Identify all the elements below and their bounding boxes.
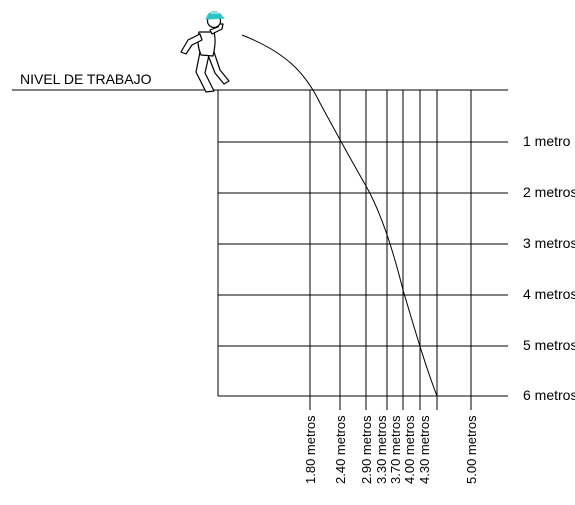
distance-label-5: 3.70 metros (388, 415, 403, 484)
depth-label-3: 3 metros (523, 235, 575, 251)
distance-label-3: 2.90 metros (359, 415, 374, 484)
distance-label-6: 4.00 metros (402, 415, 417, 484)
depth-label-5: 5 metros (523, 337, 575, 353)
depth-labels: 1 metro 2 metros 3 metros 4 metros 5 met… (523, 133, 575, 403)
distance-lines (309, 90, 472, 410)
distance-label-4: 3.30 metros (374, 415, 389, 484)
depth-lines (218, 141, 508, 397)
distance-labels: 1.80 metros 2.40 metros 2.90 metros 3.30… (303, 415, 479, 484)
distance-label-8: 5.00 metros (464, 415, 479, 484)
depth-label-4: 4 metros (523, 286, 575, 302)
distance-label-2: 2.40 metros (333, 415, 348, 484)
work-level-label: NIVEL DE TRABAJO (20, 71, 152, 87)
depth-label-2: 2 metros (523, 184, 575, 200)
distance-label-7: 4.30 metros (417, 415, 432, 484)
depth-label-1: 1 metro (523, 133, 571, 149)
fall-trajectory-curve (241, 34, 438, 397)
falling-worker-icon (180, 11, 230, 93)
distance-label-1: 1.80 metros (303, 415, 318, 484)
depth-label-6: 6 metros (523, 387, 575, 403)
